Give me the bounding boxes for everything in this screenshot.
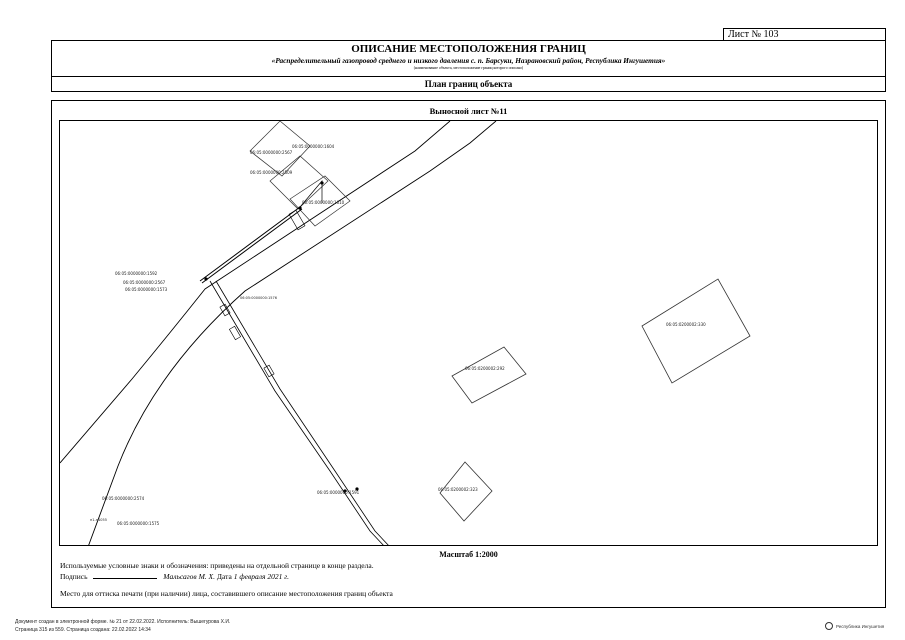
signature-label: Подпись (60, 572, 88, 581)
footer-doc-info: Документ создан в электронной форме. № 2… (15, 619, 231, 625)
parcel-road-side (289, 175, 351, 227)
signer-name: Мальсагов М. Х. (163, 572, 216, 581)
footer-page-info: Страница 315 из 559. Страница создана: 2… (15, 627, 151, 633)
point-3 (320, 181, 324, 185)
boundary-map: 06:05:0000000:1604 06:05:0000000:2567 06… (59, 120, 878, 546)
point-5 (355, 487, 359, 491)
plan-panel: Выносной лист №11 (51, 100, 886, 608)
pipeline-main (199, 206, 303, 284)
parcel-bottom (439, 461, 493, 522)
point-2 (298, 206, 302, 210)
document-title: ОПИСАНИЕ МЕСТОПОЛОЖЕНИЯ ГРАНИЦ (351, 43, 586, 55)
cadastral-label-a: 06:05:0000000:1604 (292, 144, 335, 149)
header-divider (52, 76, 885, 77)
point-1 (204, 277, 208, 281)
parcel-top-1 (249, 121, 311, 177)
cadastral-label-e: 06:05:0000000:1592 (115, 271, 158, 276)
cadastral-label-o: 06:05:0000000:1576 (240, 296, 277, 300)
parcel-mid (451, 346, 527, 404)
emblem-icon (825, 622, 833, 630)
cadastral-label-f: 06:05:0000000:2567 (123, 280, 166, 285)
service-box-3 (263, 364, 275, 378)
sheet-subtitle: Выносной лист №11 (429, 106, 508, 116)
cadastral-label-j: 06:05:0200002:323 (438, 487, 478, 492)
cadastral-label-i: 06:05:0200002:292 (465, 366, 505, 371)
footer-brand: Республика Ингушетия (825, 622, 884, 630)
cadastral-label-l: 06:05:0000000:2574 (102, 496, 145, 501)
object-name-caption: (наименование объекта, местоположение гр… (413, 66, 524, 70)
object-name: «Распределительный газопровод среднего и… (271, 56, 666, 65)
cadastral-label-b: 06:05:0000000:2567 (250, 150, 293, 155)
pipeline-branch (209, 280, 389, 545)
parcel-top-2 (269, 155, 329, 210)
road-edge-upper (60, 121, 451, 464)
point-range-label: н1-н1055 (90, 518, 107, 522)
signature-date: 1 февраля 2021 г. (233, 572, 289, 581)
cadastral-label-d: 06:05:0000000:1610 (302, 200, 345, 205)
document-header: ОПИСАНИЕ МЕСТОПОЛОЖЕНИЯ ГРАНИЦ «Распреде… (51, 40, 886, 92)
stamp-placeholder-note: Место для оттиска печати (при наличии) л… (60, 589, 393, 598)
cadastral-label-g: 06:05:0000000:1573 (125, 287, 168, 292)
road-edge-lower (88, 121, 497, 545)
cadastral-label-h: 06:05:0200002:330 (666, 322, 706, 327)
parcel-large-right (641, 278, 751, 384)
section-title: План границ объекта (424, 79, 513, 89)
date-label: Дата (216, 572, 232, 581)
footer-brand-text: Республика Ингушетия (836, 623, 885, 629)
signature-line (93, 571, 158, 579)
cadastral-label-k: 06:05:0000000:1591 (317, 490, 360, 495)
cadastral-label-c: 06:05:0000000:2509 (250, 170, 293, 175)
pipeline-spur (299, 180, 323, 208)
cadastral-label-m: 06:05:0000000:1575 (117, 521, 160, 526)
signature-row: Подпись Мальсагов М. Х. Дата 1 февраля 2… (60, 571, 289, 581)
legend-note: Используемые условные знаки и обозначени… (60, 561, 374, 570)
map-scale: Масштаб 1:2000 (439, 550, 498, 559)
map-canvas: 06:05:0000000:1604 06:05:0000000:2567 06… (60, 121, 751, 545)
point-4 (343, 489, 347, 493)
service-box-4 (288, 209, 306, 231)
service-box-2 (228, 325, 242, 341)
service-box-1 (219, 303, 231, 317)
